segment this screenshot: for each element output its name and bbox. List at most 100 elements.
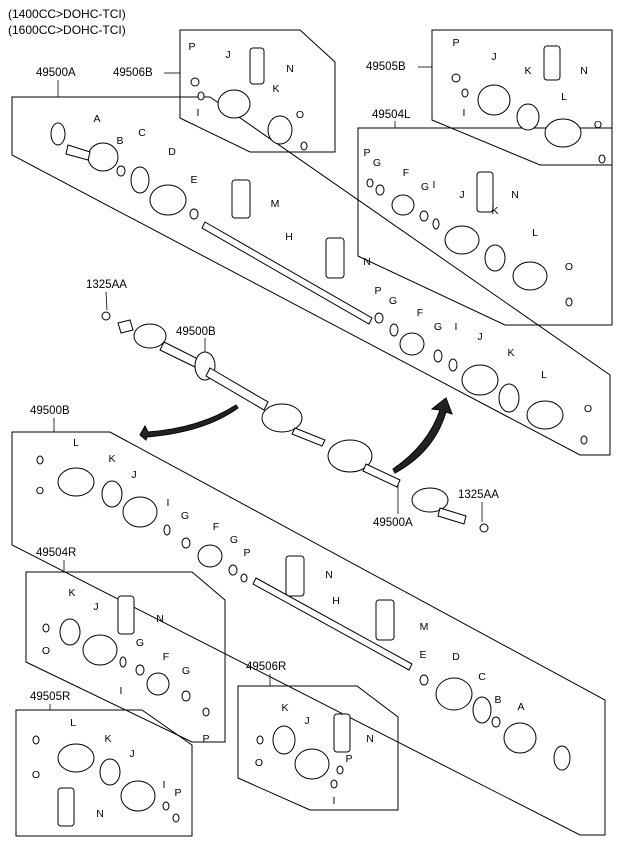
right-arrow [392,397,453,474]
part-letter-A-56: A [517,701,524,713]
part-letter-F-46: F [213,521,219,533]
part-letter-F-61: F [163,651,169,663]
ring-P-top [374,312,384,324]
part-letter-J-35: J [459,189,464,201]
damper-F-top [399,332,425,356]
clamp-I-top [448,358,458,372]
clamp-B-top [116,165,126,177]
part-letter-H-50: H [332,595,340,607]
part-letter-P-76: P [345,753,352,765]
ring-O-lower [36,455,44,465]
part-letter-K-57: K [68,587,75,599]
ring-P-49505B [451,73,461,83]
ring-O-49506R [256,735,264,745]
ref-49500B-left: 49500B [30,405,70,417]
ring-P-49506B [190,77,200,87]
part-letter-P-6: P [452,37,459,49]
shaft-H-lower [252,577,413,671]
stub-shaft-top [65,144,91,161]
housing-L-49505B [544,118,582,148]
engine-note-2: (1600CC>DOHC-TCI) [8,23,126,37]
ref-49500A-top: 49500A [36,67,76,79]
ring-G2-top [433,349,443,363]
part-letter-O-29: O [584,403,592,415]
boot-D-top [149,184,187,216]
part-letter-N-75: N [366,733,374,745]
clamp-I-49504R [119,656,127,668]
clamp-E-lower [419,674,429,686]
ring-G-49504L [375,184,385,196]
part-letter-P-48: P [243,547,250,559]
part-letter-H-19: H [285,231,293,243]
part-letter-O-12: O [594,119,602,131]
grease-N-49504L [476,171,494,213]
part-letter-F-23: F [417,307,423,319]
clamp-E-top [189,208,199,220]
nut-left [101,311,111,321]
part-letter-G-47: G [230,534,238,546]
grease-N-top [325,237,345,279]
box-49500A [11,96,611,456]
center-shaft-assembly [117,319,467,525]
part-letter-I-25: I [455,321,458,333]
band-K-49504L [484,244,506,272]
part-letter-G-60: G [136,637,144,649]
part-letter-J-26: J [477,331,482,343]
part-letter-K-4: K [272,83,279,95]
part-letter-J-58: J [93,601,98,613]
part-letter-N-49: N [325,569,333,581]
ring-O-49504R [42,623,50,633]
part-letter-B-55: B [494,694,501,706]
boot-D-lower [435,677,473,711]
part-letter-J-42: J [131,469,136,481]
part-letter-N-2: N [286,63,294,75]
part-letter-N-9: N [580,65,588,77]
ref-49504L: 49504L [372,109,411,121]
ring-P-49504R [202,707,210,717]
part-letter-J-7: J [491,51,496,63]
outer-joint-A-lower [503,722,537,754]
box-49506R [237,685,399,811]
part-letter-G-45: G [181,510,189,522]
part-letter-G-33: G [421,181,429,193]
ring-G2-lower [228,564,238,576]
box-49505R [15,709,193,837]
part-letter-I-62: I [120,685,123,697]
ring-G-top [389,323,399,337]
ring-G-lower [181,537,191,549]
part-letter-C-54: C [478,671,486,683]
part-letter-B-14: B [116,135,123,147]
ref-49506R: 49506R [246,661,286,673]
grease-M-lower [375,599,395,641]
part-letter-O-39: O [565,261,573,273]
boot-J-49506B [217,89,251,119]
part-letter-M-51: M [420,621,429,633]
part-letter-K-8: K [524,65,531,77]
grease-N-49506B [249,47,265,85]
part-letter-I-78: I [333,795,336,807]
part-letter-P-21: P [374,285,381,297]
part-letter-G-24: G [434,321,442,333]
grease-N-49506R [333,713,351,753]
engine-note-1: (1400CC>DOHC-TCI) [8,7,126,21]
ring-O-49505R [32,735,40,745]
ring-O-49505B [598,154,606,164]
band-K-49504R [59,618,81,646]
part-letter-L-11: L [561,91,567,103]
part-letter-D-16: D [168,146,176,158]
damper-F-49504L [391,194,415,216]
band-K-lower [101,480,123,508]
band-K-49505R [99,758,121,786]
clamp-I-49504L [432,218,440,230]
part-letter-N-20: N [363,256,371,268]
part-letter-I-10: I [463,107,466,119]
part-letter-F-32: F [403,167,409,179]
band-K-49506R [272,725,296,755]
part-letter-J-68: J [129,748,134,760]
ref-49506B: 49506B [113,67,153,79]
part-letter-N-59: N [156,613,164,625]
ring-G2-49504L [419,210,429,222]
